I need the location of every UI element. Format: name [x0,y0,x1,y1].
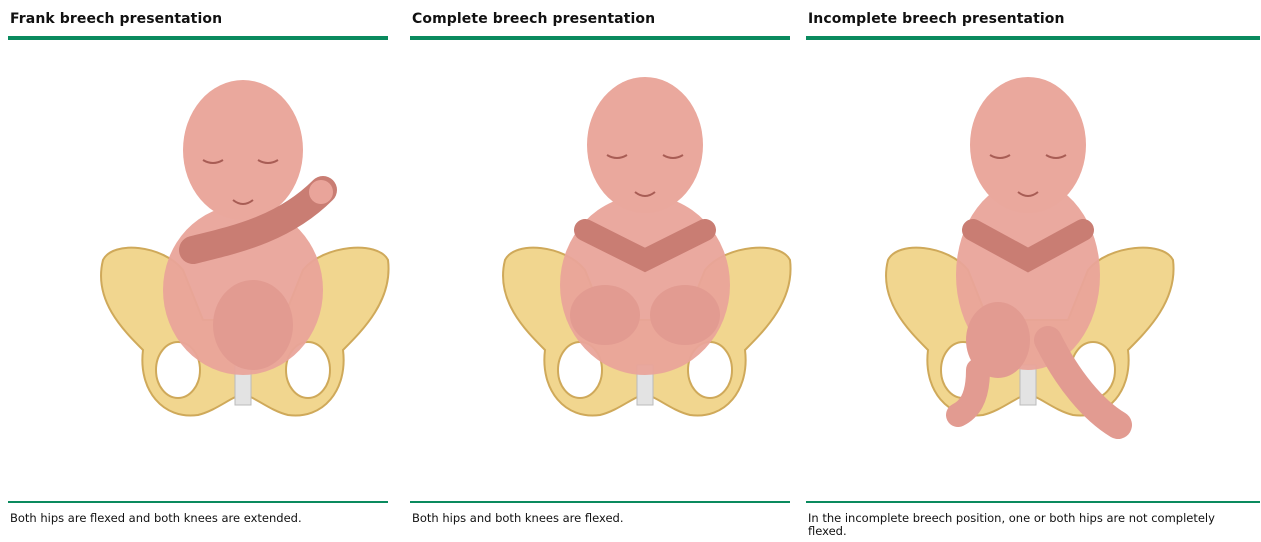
panel-caption: In the incomplete breech position, one o… [808,512,1250,538]
panel-frank-breech: Frank breech presentation Both hips are … [8,0,388,542]
fetus-graphic [163,80,333,375]
caption-divider [410,501,790,503]
incomplete-breech-illustration [878,70,1178,450]
panel-caption: Both hips are flexed and both knees are … [10,512,378,525]
title-divider [8,36,388,40]
frank-breech-illustration [93,70,393,450]
panel-caption: Both hips and both knees are flexed. [412,512,780,525]
title-divider [410,36,790,40]
panel-title: Incomplete breech presentation [808,11,1065,27]
caption-divider [806,501,1260,503]
panel-complete-breech: Complete breech presentation Both hips a… [410,0,790,542]
panel-incomplete-breech: Incomplete breech presentation In the in [806,0,1260,542]
fetus-graphic [560,77,730,375]
caption-divider [8,501,388,503]
title-divider [806,36,1260,40]
complete-breech-illustration [495,70,795,450]
panel-title: Frank breech presentation [10,11,222,27]
panel-title: Complete breech presentation [412,11,655,27]
